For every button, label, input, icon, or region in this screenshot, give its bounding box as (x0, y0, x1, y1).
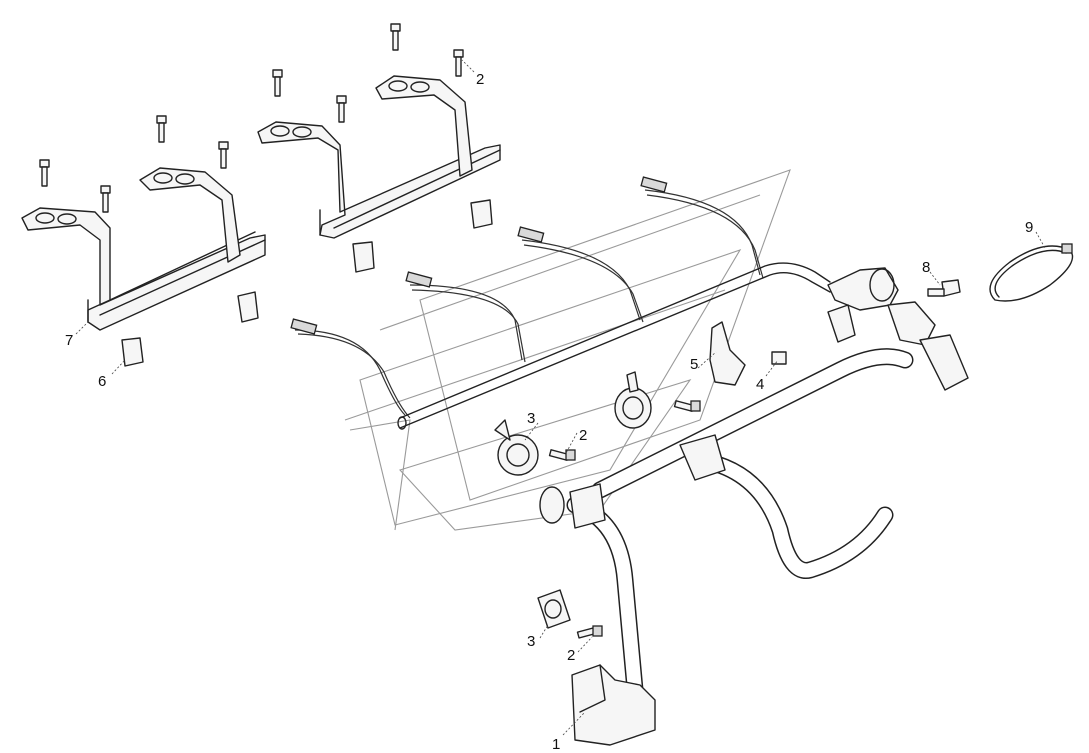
bolt-icon (771, 351, 787, 365)
bracket-bottom (571, 664, 656, 746)
bracket-left (21, 167, 266, 331)
connector-icon (405, 271, 433, 288)
callout-7: 7 (65, 332, 73, 349)
bolt-icon (673, 400, 701, 412)
bolts-top (39, 23, 464, 213)
bolt-icon (39, 159, 50, 187)
callout-3-middle: 3 (527, 410, 535, 427)
bracket-right (257, 75, 501, 239)
hose-system (539, 334, 969, 699)
bolt-icon (156, 115, 167, 143)
callout-2-top: 2 (476, 71, 484, 88)
bolt-icon (100, 185, 111, 213)
bolt-icon (336, 95, 347, 123)
bolt-icon (576, 625, 603, 639)
small-bolts (548, 351, 787, 639)
bolt-icon (272, 69, 283, 97)
elbow-fitting (827, 267, 936, 346)
callouts: 1 2 2 2 3 3 4 5 6 7 8 9 (65, 71, 1033, 753)
bolt-8 (927, 279, 961, 297)
callout-2-bottom: 2 (567, 647, 575, 664)
leader-lines (75, 59, 1046, 736)
bolt-icon (218, 141, 229, 169)
bolt-icon (453, 49, 464, 77)
wire-harness (290, 176, 831, 430)
clips (121, 199, 493, 367)
connector-icon (640, 176, 668, 193)
hose-clamp (989, 243, 1074, 302)
connector-icon (290, 318, 318, 335)
callout-5: 5 (690, 356, 698, 373)
callout-8: 8 (922, 259, 930, 276)
clamps (494, 321, 746, 629)
callout-6: 6 (98, 373, 106, 390)
bolt-icon (548, 449, 576, 461)
callout-2-middle: 2 (579, 427, 587, 444)
callout-3-bottom: 3 (527, 633, 535, 650)
bolt-icon (390, 23, 401, 51)
callout-1: 1 (552, 736, 560, 753)
callout-9: 9 (1025, 219, 1033, 236)
connector-icon (517, 226, 545, 243)
callout-4: 4 (756, 376, 764, 393)
